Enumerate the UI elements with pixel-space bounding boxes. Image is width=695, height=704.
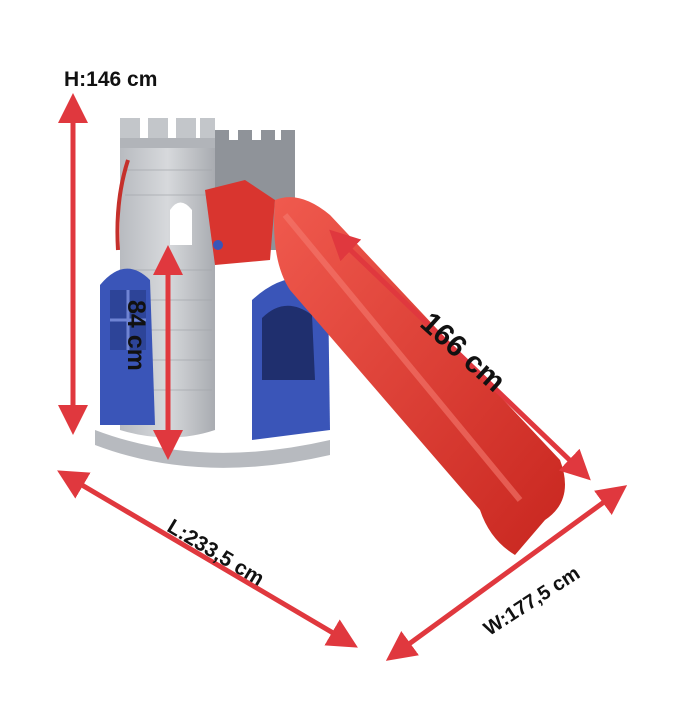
width-arrow — [385, 485, 628, 661]
length-arrow — [57, 470, 358, 648]
slide-length-arrow — [329, 229, 591, 481]
castle-base — [95, 430, 330, 468]
blue-door — [100, 268, 155, 425]
height-label: H:146 cm — [64, 68, 158, 91]
dimension-arrows — [57, 93, 628, 661]
climbing-rope — [115, 159, 130, 251]
mid-height-label: 84 cm — [122, 300, 150, 371]
blue-window-panel — [252, 277, 330, 440]
